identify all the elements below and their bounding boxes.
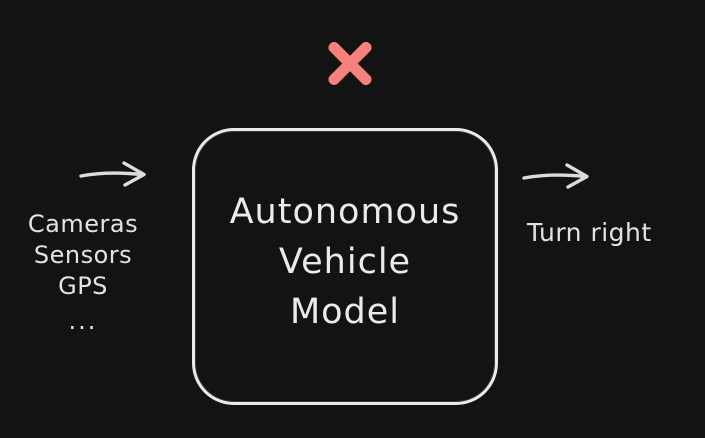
output-label: Turn right — [527, 218, 652, 247]
arrow-head — [565, 163, 589, 189]
output-right-arrow-icon — [522, 163, 589, 189]
model-box: Autonomous Vehicle Model — [192, 128, 498, 405]
model-box-title-line-1: Autonomous — [229, 191, 461, 232]
input-labels: Cameras Sensors GPS ... — [4, 209, 162, 337]
arrow-tail — [522, 173, 587, 180]
arrow-tail — [79, 171, 144, 178]
model-box-title-line-3: Model — [289, 291, 401, 332]
model-box-title-line-2: Vehicle — [278, 241, 412, 282]
input-label-gps: GPS — [58, 272, 108, 300]
red-x-icon — [325, 38, 375, 88]
input-right-arrow-icon — [79, 161, 146, 187]
input-label-ellipsis: ... — [68, 307, 98, 335]
input-label-sensors: Sensors — [33, 241, 133, 269]
arrow-head — [122, 161, 146, 187]
model-box-title: Autonomous Vehicle Model — [230, 187, 461, 337]
input-label-cameras: Cameras — [27, 210, 139, 238]
